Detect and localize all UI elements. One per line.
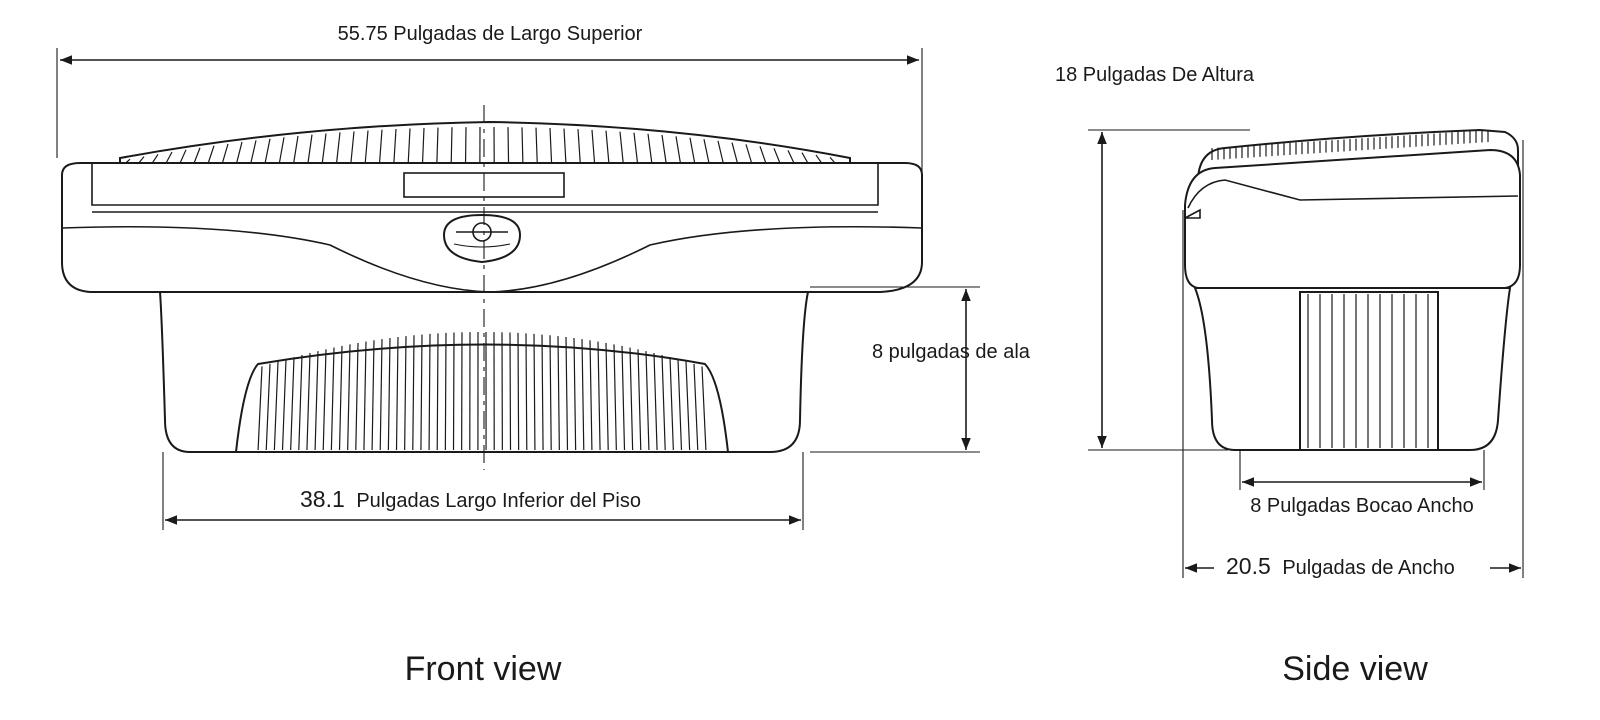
- top-length-label: 55.75 Pulgadas de Largo Superior: [338, 23, 643, 45]
- front-rib: [613, 344, 617, 451]
- front-rib: [549, 335, 552, 451]
- front-rib: [605, 342, 609, 451]
- front-dimensions: [56, 48, 980, 530]
- front-rib: [298, 355, 303, 451]
- front-panel-ribs: [257, 332, 707, 451]
- lid-rib: [577, 129, 582, 169]
- front-view-drawing: [61, 105, 923, 470]
- lid-rib: [521, 127, 524, 169]
- front-rib: [330, 347, 335, 451]
- lid-rib: [407, 128, 411, 169]
- front-rib: [265, 363, 271, 451]
- front-rib: [420, 334, 423, 451]
- lid-rib: [392, 128, 397, 169]
- lid-rib: [364, 130, 369, 169]
- lid-rib: [421, 127, 425, 169]
- bottom-length-number: 38.1: [300, 486, 345, 512]
- mouth-width-label: 8 Pulgadas Bocao Ancho: [1250, 495, 1474, 517]
- front-rib: [685, 361, 691, 451]
- front-rib: [306, 353, 311, 451]
- front-rib: [557, 336, 560, 451]
- front-rib: [541, 334, 544, 451]
- width-text: Pulgadas de Ancho: [1282, 557, 1454, 579]
- front-rib: [273, 361, 279, 451]
- front-rib: [533, 333, 536, 451]
- lid-rib: [507, 127, 510, 169]
- side-lid-ribs: [1211, 130, 1489, 160]
- front-rib: [412, 335, 415, 451]
- lid-rib: [535, 127, 538, 169]
- front-rib: [371, 340, 375, 451]
- front-rib: [653, 353, 658, 451]
- width-label: 20.5 Pulgadas de Ancho: [1226, 553, 1455, 579]
- front-rib: [281, 359, 287, 451]
- front-rib: [645, 351, 650, 451]
- front-rib: [395, 337, 399, 451]
- front-rib: [677, 359, 683, 451]
- front-rib: [669, 357, 674, 451]
- wing-label: 8 pulgadas de ala: [872, 341, 1031, 363]
- side-view-drawing: [1184, 128, 1521, 451]
- lid-rib: [349, 131, 355, 169]
- front-rib: [589, 340, 593, 451]
- front-rib: [404, 336, 407, 451]
- lid-rib: [378, 129, 383, 169]
- front-rib: [363, 341, 367, 451]
- lid-rib: [464, 127, 467, 169]
- front-rib: [629, 347, 634, 451]
- front-rib: [525, 333, 528, 451]
- front-rib: [573, 338, 577, 451]
- front-rib: [428, 333, 431, 451]
- lid-rib: [605, 130, 610, 169]
- front-rib: [581, 339, 585, 451]
- front-rib: [693, 363, 699, 451]
- front-rib: [347, 344, 351, 451]
- front-rib: [661, 355, 666, 451]
- height-label: 18 Pulgadas De Altura: [1055, 64, 1255, 86]
- lid-rib: [619, 131, 625, 169]
- front-rib: [355, 342, 359, 451]
- front-rib: [701, 366, 707, 451]
- front-rib: [444, 332, 447, 451]
- lid-rib: [436, 127, 439, 169]
- bottom-length-label: 38.1 Pulgadas Largo Inferior del Piso: [300, 486, 641, 512]
- front-rib: [338, 345, 343, 451]
- side-dimensions: [1088, 129, 1524, 578]
- front-rib: [322, 349, 327, 451]
- lid-rib: [591, 129, 596, 169]
- front-rib: [637, 349, 642, 451]
- front-rib: [517, 332, 520, 451]
- width-number: 20.5: [1226, 553, 1271, 579]
- front-rib: [379, 339, 383, 451]
- lid-rib: [563, 128, 567, 169]
- side-view-caption: Side view: [1282, 650, 1428, 688]
- side-panel-ribs: [1307, 294, 1429, 448]
- front-view-caption: Front view: [405, 650, 562, 688]
- lid-rib: [549, 128, 553, 169]
- lock-icon: [442, 213, 522, 264]
- front-rib: [436, 333, 439, 451]
- bottom-length-text: Pulgadas Largo Inferior del Piso: [356, 490, 641, 512]
- front-rib: [257, 366, 263, 451]
- front-rib: [290, 357, 295, 451]
- front-rib: [565, 337, 569, 451]
- front-rib: [597, 341, 601, 451]
- front-rib: [621, 345, 626, 451]
- front-rib: [387, 338, 391, 451]
- lid-rib: [450, 127, 453, 169]
- front-rib: [314, 351, 319, 451]
